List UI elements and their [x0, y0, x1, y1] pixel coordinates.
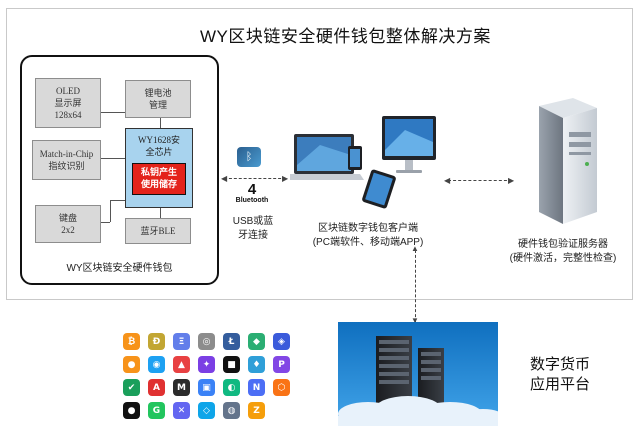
- client-to-platform-arrow: [415, 250, 417, 322]
- bluetooth-ble-box: 蓝牙BLE: [125, 218, 191, 244]
- security-chip-box: WY1628安 全芯片 私钥产生 使用储存: [125, 128, 193, 208]
- connection-line-2: 牙连接: [238, 229, 268, 241]
- coin-icon: ▣: [198, 379, 215, 396]
- private-key-line-2: 使用储存: [140, 179, 177, 189]
- bluetooth-badge-number: 4: [247, 181, 257, 198]
- battery-management-box: 锂电池 管理: [125, 80, 191, 118]
- application-platform-illustration: [338, 322, 498, 426]
- coin-icon: Ξ: [173, 333, 190, 350]
- private-key-box: 私钥产生 使用储存: [132, 163, 186, 195]
- client-to-server-arrow: [448, 180, 512, 182]
- platform-line-2: 应用平台: [529, 375, 590, 393]
- coin-icon: ◍: [223, 402, 240, 419]
- chip-line-1: WY1628安: [138, 135, 180, 145]
- cloud-icon: [338, 396, 498, 426]
- oled-line-2: 显示屏: [54, 97, 82, 108]
- phone-icon: [348, 146, 362, 170]
- bluetooth-badge-text: Bluetooth: [235, 197, 269, 204]
- connector-fingerprint-chip: [100, 158, 125, 159]
- oled-line-3: 128x64: [54, 110, 82, 121]
- platform-server-rack-1: [376, 336, 412, 406]
- platform-line-1: 数字货币: [529, 356, 590, 373]
- coin-icon: A: [148, 379, 165, 396]
- coin-icon: N: [248, 379, 265, 396]
- diagram-frame: [6, 8, 633, 300]
- coin-icon: ₿: [123, 333, 140, 350]
- server-line-2: (硬件激活，完整性检查): [509, 252, 617, 264]
- verification-server-illustration: [539, 98, 597, 224]
- coin-icon: Ł: [223, 333, 240, 350]
- connector-keypad-vertical: [110, 200, 111, 222]
- connector-bluetooth-chip: [160, 208, 161, 218]
- tablet-icon: [362, 169, 396, 209]
- wallet-caption: WY区块链安全硬件钱包: [66, 263, 173, 274]
- connector-oled-chip: [100, 112, 125, 113]
- client-caption: 区块链数字钱包客户端 (PC端软件、移动端APP): [288, 222, 448, 249]
- private-key-line-1: 私钥产生: [140, 167, 177, 178]
- coin-icon: Ð: [148, 333, 165, 350]
- coin-icon: ⬡: [273, 379, 290, 396]
- coin-icon: M: [173, 379, 190, 396]
- coin-icon: ◇: [198, 402, 215, 419]
- platform-server-rack-2: [418, 348, 444, 406]
- client-line-2: (PC端软件、移动端APP): [312, 236, 424, 248]
- fingerprint-box: Match-in-Chip 指纹识别: [32, 140, 101, 180]
- connector-keypad-chip: [100, 222, 110, 223]
- chip-line-2: 全芯片: [145, 146, 173, 157]
- connection-line-1: USB或蓝: [232, 216, 274, 227]
- coin-icon: ◆: [248, 333, 265, 350]
- keypad-line-1: 键盘: [58, 212, 77, 223]
- coin-icon: ◈: [273, 333, 290, 350]
- platform-caption: 数字货币 应用平台: [515, 355, 605, 394]
- connector-battery-chip: [160, 118, 161, 128]
- client-devices-illustration: [290, 116, 436, 209]
- connection-caption: USB或蓝 牙连接: [222, 215, 284, 242]
- coin-icon: ◐: [223, 379, 240, 396]
- coin-icon: ◎: [198, 333, 215, 350]
- diagram-title: WY区块链安全硬件钱包整体解决方案: [200, 27, 491, 46]
- wallet-to-client-arrow: [224, 178, 286, 180]
- arrow-up-head: ▲: [411, 244, 419, 253]
- monitor-icon: [382, 116, 436, 173]
- oled-line-1: OLED: [56, 85, 80, 96]
- client-line-1: 区块链数字钱包客户端: [318, 223, 418, 234]
- coin-icon: ◉: [148, 356, 165, 373]
- arrow-left-head-2: ◀: [444, 176, 451, 185]
- coin-icon: ✕: [173, 402, 190, 419]
- arrow-down-head: ▼: [411, 316, 419, 325]
- server-line-1: 硬件钱包验证服务器: [518, 239, 608, 250]
- bluetooth-badge: 4 Bluetooth: [232, 182, 272, 204]
- server-caption: 硬件钱包验证服务器 (硬件激活，完整性检查): [498, 238, 628, 265]
- arrow-left-head: ◀: [221, 174, 228, 183]
- fingerprint-line-1: Match-in-Chip: [39, 148, 94, 159]
- arrow-right-head: ▶: [282, 174, 289, 183]
- coin-icon: P: [273, 356, 290, 373]
- arrow-right-head-2: ▶: [508, 176, 515, 185]
- coin-icon: ▲: [173, 356, 190, 373]
- bluetooth-app-icon: ᛒ: [237, 147, 261, 167]
- coin-icon: ●: [123, 356, 140, 373]
- coin-icon: ✔: [123, 379, 140, 396]
- coin-icon: ✦: [198, 356, 215, 373]
- coin-icon: Z: [248, 402, 265, 419]
- coin-icon: G: [148, 402, 165, 419]
- keypad-box: 键盘 2x2: [35, 205, 101, 243]
- battery-line-2: 管理: [148, 100, 167, 110]
- laptop-icon: [290, 134, 364, 180]
- coin-icon: ■: [223, 356, 240, 373]
- fingerprint-line-2: 指纹识别: [48, 161, 85, 171]
- hardware-wallet-block: [20, 55, 219, 285]
- connector-keypad-horizontal: [110, 200, 125, 201]
- keypad-line-2: 2x2: [61, 225, 75, 235]
- bluetooth-ble-label: 蓝牙BLE: [140, 225, 176, 236]
- oled-display-box: OLED 显示屏 128x64: [35, 78, 101, 128]
- coin-icon: ●: [123, 402, 140, 419]
- coin-icon: ♦: [248, 356, 265, 373]
- battery-line-1: 锂电池: [144, 87, 172, 98]
